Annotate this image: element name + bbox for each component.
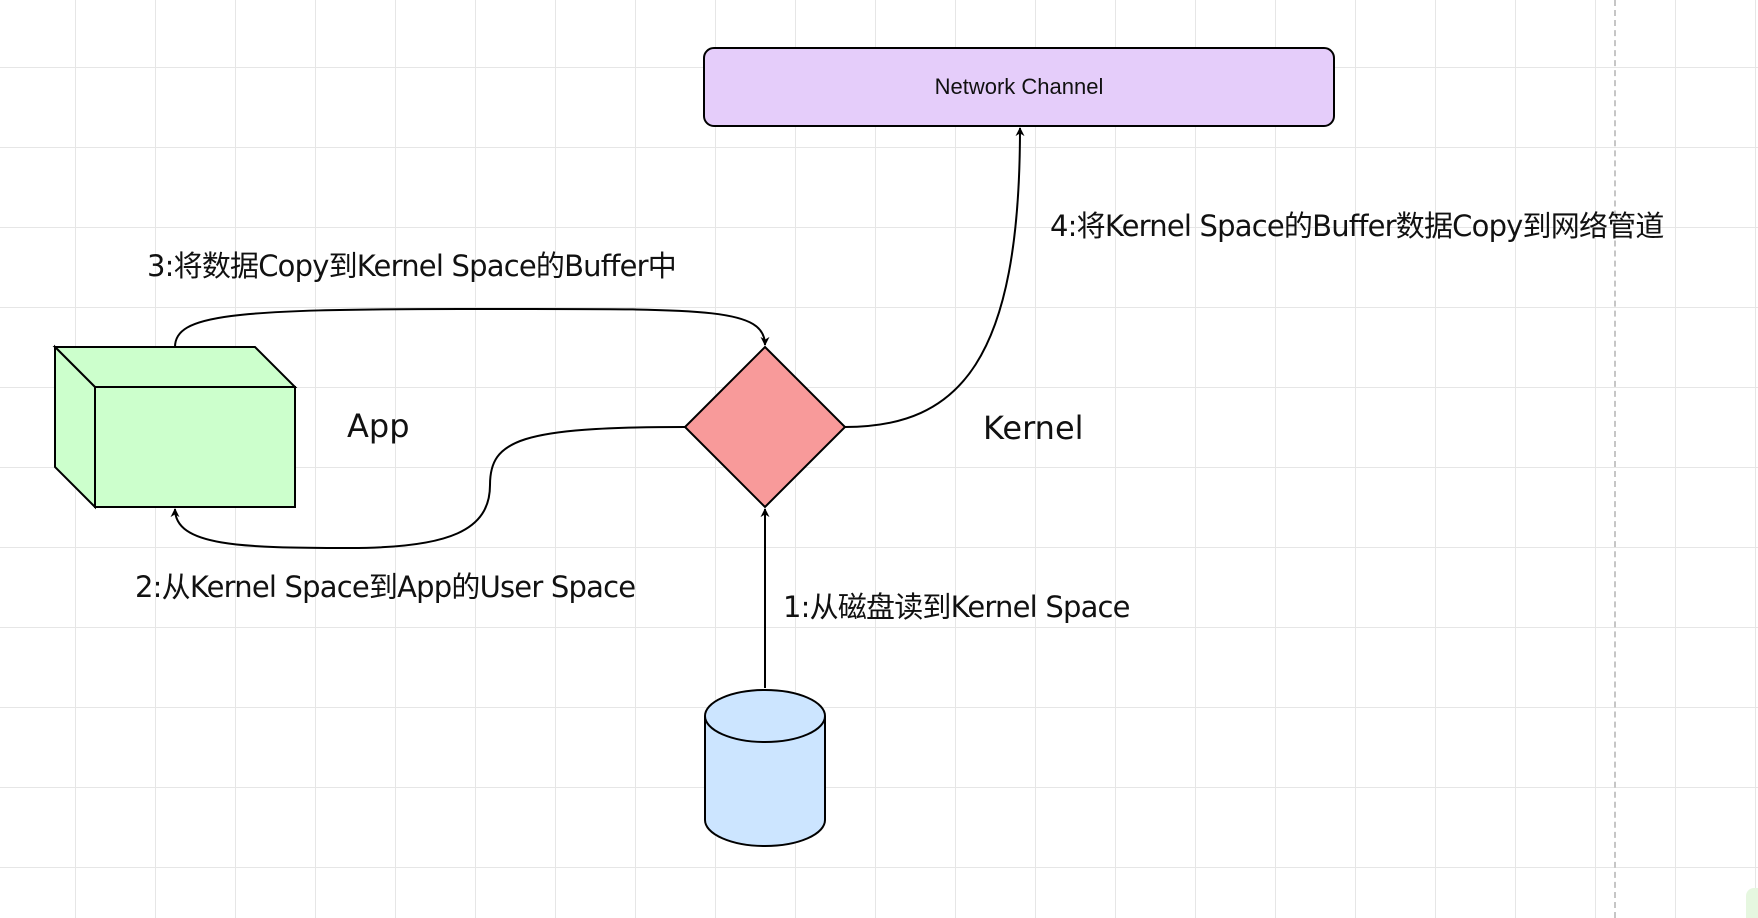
corner-widget [1746,888,1758,918]
network-channel-label: Network Channel [934,74,1104,99]
network-channel-box[interactable] [703,47,1335,127]
edge-label-kernel-to-network: 4:将Kernel Space的Buffer数据Copy到网络管道 [1050,209,1664,243]
app-label: App [347,407,410,445]
edge-app-to-kernel[interactable] [174,307,770,348]
disk-cylinder-node[interactable] [704,689,826,847]
app-cube-side-face [54,344,96,510]
edge-kernel-to-app[interactable] [170,426,686,550]
edge-label-disk-to-kernel: 1:从磁盘读到Kernel Space [783,590,1131,624]
page-boundary-line [1614,0,1616,918]
edge-label-app-to-kernel: 3:将数据Copy到Kernel Space的Buffer中 [147,249,677,283]
app-cube-node[interactable] [52,344,298,510]
app-cube-front-face [94,386,296,508]
kernel-rhombus-node[interactable] [683,345,847,509]
disk-cylinder-body [704,716,826,847]
app-cube-top-face [52,346,298,388]
edge-label-kernel-to-app: 2:从Kernel Space到App的User Space [135,570,636,604]
kernel-label: Kernel [983,409,1084,447]
edge-kernel-to-network[interactable] [844,127,1025,428]
disk-cylinder-top [704,689,826,743]
